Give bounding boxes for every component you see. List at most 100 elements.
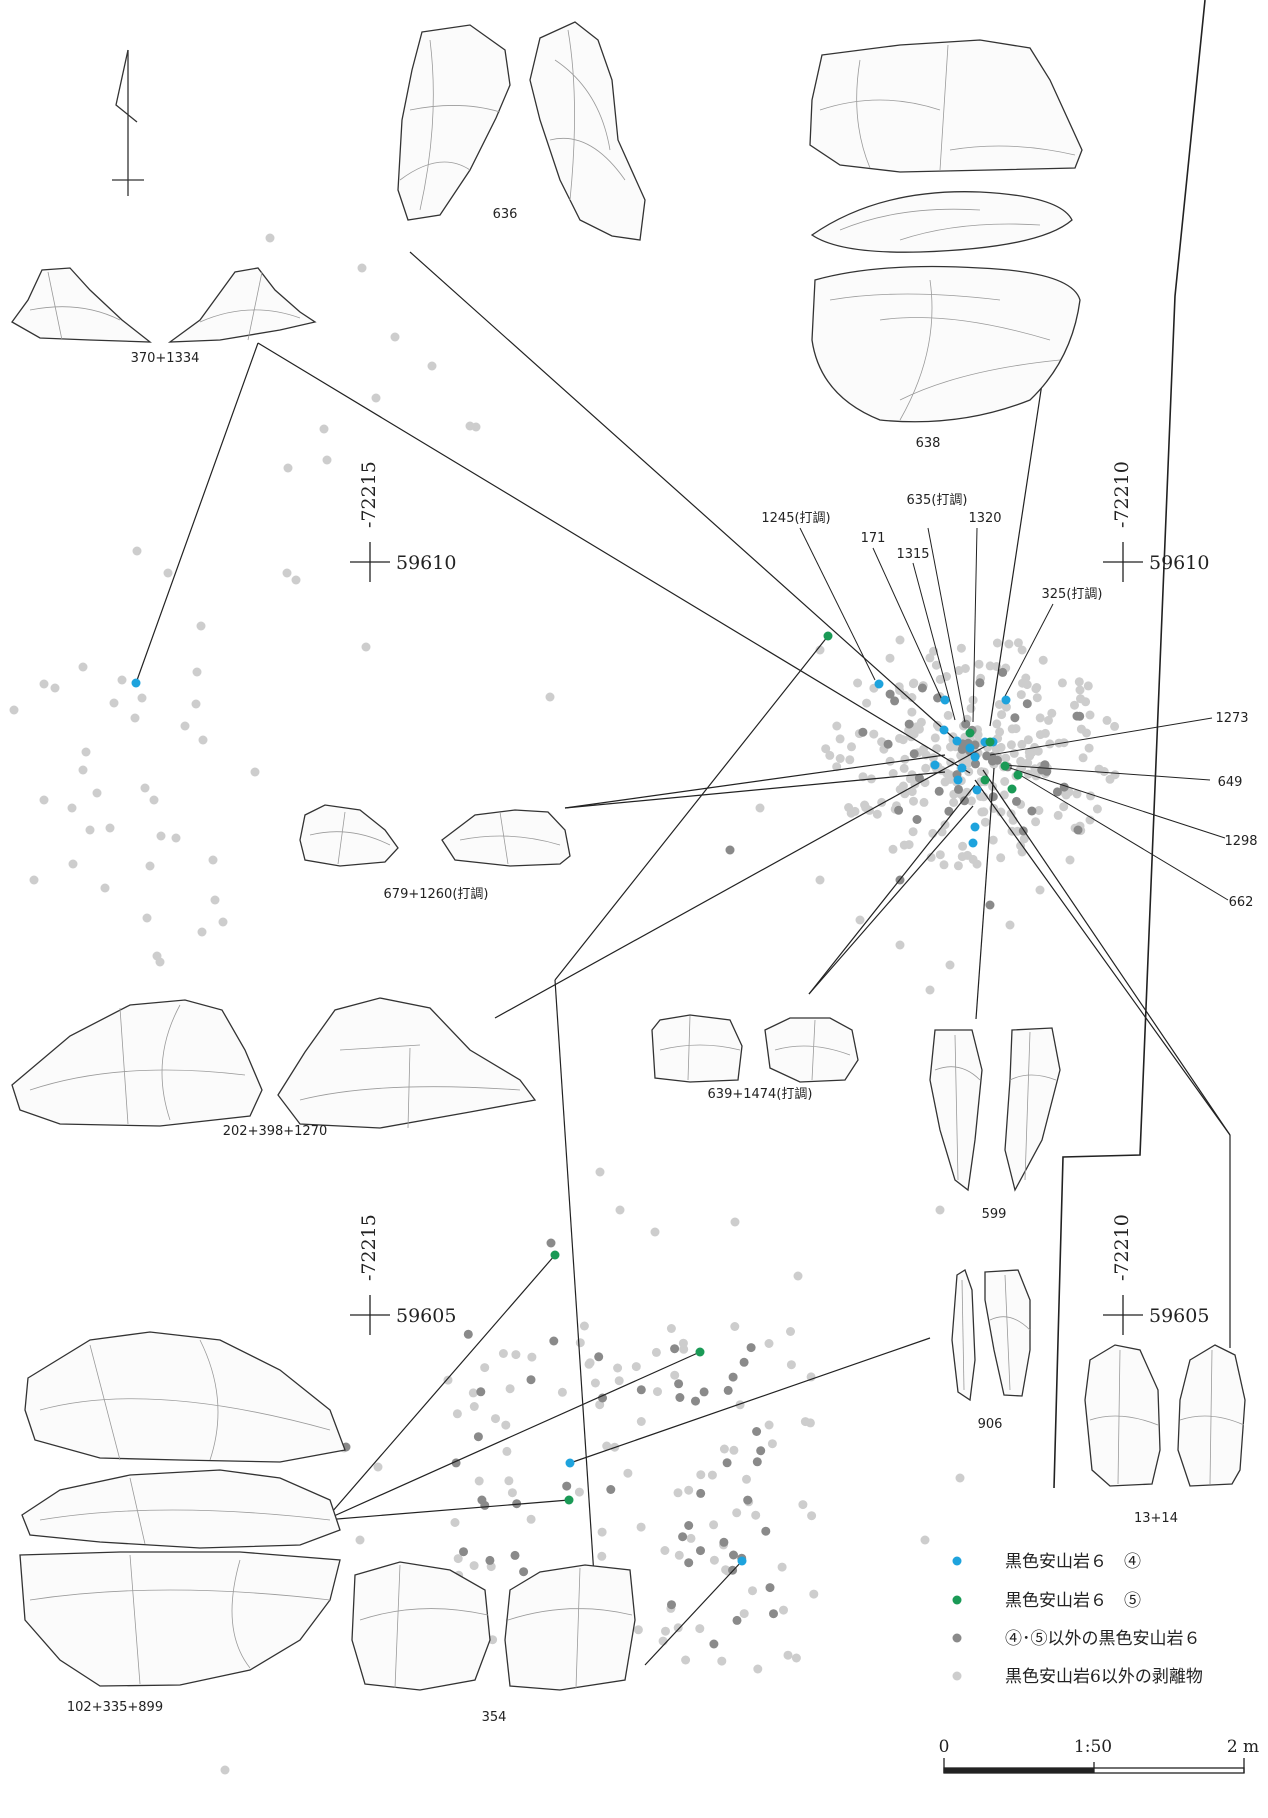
dark-gray-point [746,1343,756,1353]
light-gray-point [9,705,19,715]
grid-northing: 59610 [1149,552,1209,574]
light-gray-point [109,698,119,708]
light-gray-point [198,735,208,745]
light-gray-point [39,679,49,689]
light-gray-point [491,1414,500,1424]
artifact-drawing-102-335-899: 102+335+899 [19,1331,346,1715]
dark-gray-point [729,1550,738,1560]
light-gray-point [1019,834,1029,844]
light-gray-point [815,875,825,885]
legend-swatch-blue [952,1556,962,1566]
light-gray-point [636,1522,646,1532]
light-gray-point [653,1387,662,1397]
light-gray-point [931,660,941,670]
light-gray-point [963,758,973,768]
legend-swatch-green [952,1595,962,1605]
light-gray-point [1045,739,1055,749]
light-gray-point [1005,920,1015,930]
light-gray-point [78,765,88,775]
north-arrow-icon [112,49,144,196]
light-gray-point [614,1376,624,1386]
light-gray-point [1078,753,1088,763]
dark-gray-point [459,1547,468,1557]
light-gray-point [1084,743,1094,753]
grid-marker: -72215 59605 [350,1214,456,1335]
light-gray-point [847,742,856,752]
light-gray-point [105,823,115,833]
light-gray-point [469,1402,479,1411]
light-gray-point [100,883,110,893]
dark-gray-point [985,900,995,910]
light-gray-point [742,1474,751,1484]
light-gray-point [469,1561,479,1571]
light-gray-point [1013,638,1023,648]
light-gray-point [853,678,863,688]
dark-gray-point [473,1432,483,1442]
dark-gray-point [684,1521,694,1530]
light-gray-point [908,679,918,689]
light-gray-point [1001,753,1011,763]
dark-gray-point [752,1457,762,1467]
blue-point [965,743,975,753]
light-gray-point [117,675,127,685]
light-gray-point [633,1625,643,1635]
dark-gray-point [674,1379,684,1389]
light-gray-point [979,807,989,817]
light-gray-point [992,719,1002,729]
light-gray-point [250,767,260,777]
dark-gray-point [480,1500,490,1510]
dark-gray-point [696,1546,705,1556]
light-gray-point [935,850,945,860]
light-gray-point [1102,715,1112,725]
dark-gray-point [912,815,922,824]
light-gray-point [992,638,1002,648]
artifact-drawing-679-1260: 679+1260(打調) [299,804,571,902]
dark-gray-point [944,806,954,816]
light-gray-point [67,803,77,813]
light-gray-point [935,674,945,684]
light-gray-point [958,841,968,851]
artifact-label: 354 [482,1710,507,1725]
dark-gray-point [957,744,967,754]
light-gray-point [163,568,173,578]
light-gray-point [786,1360,796,1370]
light-gray-point [85,825,95,835]
dark-gray-point [971,759,980,769]
artifact-drawing-202-398-1270: 202+398+1270 [11,997,537,1139]
light-gray-point [684,1485,694,1495]
light-gray-point [1047,708,1057,718]
light-gray-point [764,1339,774,1348]
scale-mid-label: 1:50 [1074,1737,1112,1757]
green-point [550,1250,560,1260]
light-gray-point [686,1533,696,1543]
light-gray-point [919,797,929,807]
refit-lines [135,251,1231,1666]
light-gray-point [218,917,228,927]
green-point [823,631,833,641]
artifact-label: 906 [978,1417,1003,1432]
light-gray-point [371,393,381,403]
light-gray-point [1035,713,1045,723]
light-gray-point [732,1508,742,1518]
point-labels: 1245(打調) 635(打調) 171 1315 1320 325(打調) 1… [761,493,1257,910]
light-gray-point [681,1655,691,1665]
green-point [985,737,995,747]
light-gray-point [930,733,940,743]
light-gray-point [1070,700,1079,710]
light-gray-point [932,720,942,730]
light-gray-point [149,795,159,805]
light-gray-point [832,721,842,731]
light-gray-point [729,1445,739,1455]
legend-label: 黒色安山岩６ ④ [1005,1552,1141,1572]
light-gray-point [673,1623,683,1633]
light-gray-point [900,754,910,764]
blue-point [874,679,884,689]
light-gray-point [730,1322,740,1331]
light-gray-point [730,1217,740,1227]
light-gray-point [1083,681,1093,691]
light-gray-point [821,744,831,754]
light-gray-point [453,1554,463,1564]
dark-gray-point [1073,825,1083,835]
light-gray-point [1007,724,1017,734]
light-gray-point [130,713,140,723]
